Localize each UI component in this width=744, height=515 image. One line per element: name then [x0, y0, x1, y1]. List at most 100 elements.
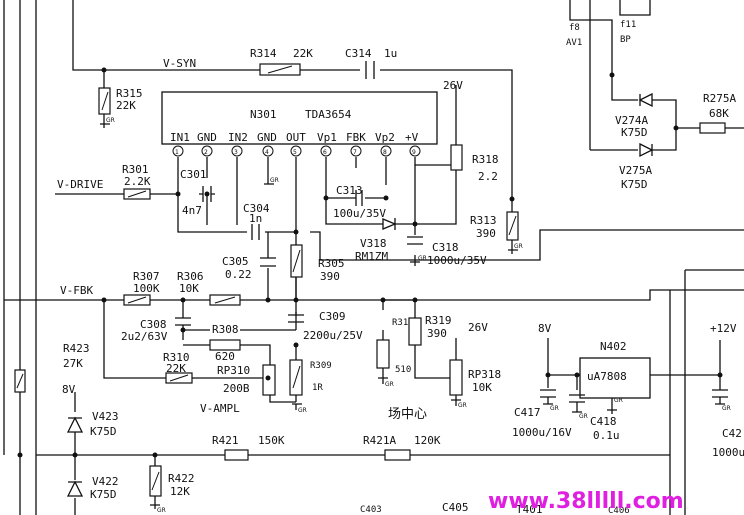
r309-ref: R309: [310, 361, 332, 371]
ground-symbol: GR: [150, 504, 166, 514]
c406-ref: C406: [608, 506, 630, 515]
pin-9: [409, 145, 421, 157]
label-av1: AV1: [566, 38, 582, 48]
ground-symbol: GR: [508, 243, 523, 254]
r308-val: 620: [215, 350, 235, 363]
resistors: R314 22K R315 22K R301 2.2K R305 390 R31…: [14, 47, 736, 498]
c309-ref: C309: [319, 310, 346, 323]
ic-n301-body: [161, 91, 438, 145]
v422-ref: V422: [92, 475, 119, 488]
capacitors: C314 1u C301 4n7 C304 1n C305 0.22 C313 …: [121, 47, 744, 515]
rp318-ref: RP318: [468, 368, 501, 381]
pin-6: [320, 145, 332, 157]
r319a-ref: R319A: [392, 318, 420, 328]
r319a-val: 510: [395, 365, 411, 375]
rp310-ref: RP310: [217, 364, 250, 377]
r318-val: 2.2: [478, 170, 498, 183]
c308-ref: C308: [140, 318, 167, 331]
label-bp: BP: [620, 35, 631, 45]
r315-val: 22K: [116, 99, 136, 112]
r301-ref: R301: [122, 163, 149, 176]
c301-ref: C301: [180, 168, 207, 181]
pin-num-4: 4: [265, 149, 269, 156]
svg-text:GR: GR: [722, 405, 731, 412]
label-v-syn: V-SYN: [163, 57, 196, 70]
r421-val: 150K: [258, 434, 285, 447]
ic-n301: N301 TDA3654 IN1 GND IN2 GND OUT Vp1 FBK…: [161, 91, 438, 157]
rp310-val: 200B: [223, 382, 250, 395]
junctions: [17, 67, 723, 458]
c318-ref: C318: [432, 241, 459, 254]
label-f11: f11: [620, 20, 636, 30]
r275a-ref: R275A: [703, 92, 736, 105]
supply-26v-a: 26V: [443, 79, 463, 92]
ic-n402: N402 uA7808: [579, 340, 651, 399]
label-f8: f8: [569, 23, 580, 33]
ic-n301-ref: N301: [250, 108, 277, 121]
ground-symbol: GR: [572, 402, 588, 420]
label-v-ampl: V-AMPL: [200, 402, 240, 415]
svg-text:GR: GR: [106, 117, 115, 124]
resistor-r319a: [376, 339, 390, 369]
resistor-r275a: [699, 122, 726, 134]
resistor-r421: [224, 449, 249, 461]
signal-labels: V-SYN V-DRIVE V-FBK V-AMPL f8 AV1 f11 BP…: [57, 20, 636, 422]
svg-text:GR: GR: [614, 397, 623, 404]
r422-val: 12K: [170, 485, 190, 498]
r422-ref: R422: [168, 472, 195, 485]
c42x-ref: C42: [722, 427, 742, 440]
c313-ref: C313: [336, 184, 363, 197]
pin-num-9: 9: [412, 149, 416, 156]
svg-text:GR: GR: [385, 381, 394, 388]
svg-text:GR: GR: [550, 405, 559, 412]
ground-symbol: GR: [378, 377, 394, 388]
svg-text:GR: GR: [270, 177, 279, 184]
ic-n402-part: uA7808: [587, 370, 627, 383]
r421-ref: R421: [212, 434, 239, 447]
ic-n402-body: [579, 357, 651, 399]
c418-val: 0.1u: [593, 429, 620, 442]
r306-ref: R306: [177, 270, 204, 283]
watermark-text: www.38lllll.com: [488, 489, 684, 514]
v422-val: K75D: [90, 488, 117, 501]
resistor-r308: [209, 339, 241, 351]
r310-val: 22K: [166, 362, 186, 375]
ground-symbol: GR: [264, 176, 279, 185]
c314-val: 1u: [384, 47, 397, 60]
r421a-val: 120K: [414, 434, 441, 447]
c403-ref: C403: [360, 505, 382, 515]
label-v-drive: V-DRIVE: [57, 178, 103, 191]
r423-ref: R423: [63, 342, 90, 355]
pin-label-2: GND: [197, 131, 217, 144]
c318-val: 1000u/35V: [427, 254, 487, 267]
r306-val: 10K: [179, 282, 199, 295]
svg-text:GR: GR: [157, 507, 166, 514]
supply-12v: +12V: [710, 322, 737, 335]
rp318-val: 10K: [472, 381, 492, 394]
potentiometer-rp318: [449, 359, 463, 396]
c304-ref: C304: [243, 202, 270, 215]
svg-text:GR: GR: [458, 402, 467, 409]
grounds: GR GR GR GR GR GR GR GR GR GR GR: [100, 117, 731, 514]
label-v-fbk: V-FBK: [60, 284, 93, 297]
r314-val: 22K: [293, 47, 313, 60]
supplies: 26V 26V 8V 8V +12V: [62, 79, 737, 396]
pin-label-9: +V: [405, 131, 419, 144]
pin-num-2: 2: [204, 149, 208, 156]
c308-val: 2u2/63V: [121, 330, 168, 343]
pin-num-7: 7: [353, 149, 357, 156]
pin-label-8: Vp2: [375, 131, 395, 144]
r313-ref: R313: [470, 214, 497, 227]
pin-label-6: Vp1: [317, 131, 337, 144]
pin-label-3: IN2: [228, 131, 248, 144]
r301-val: 2.2K: [124, 175, 151, 188]
v275a-ref: V275A: [619, 164, 652, 177]
r319-ref: R319: [425, 314, 452, 327]
pin-num-8: 8: [383, 149, 387, 156]
c313-val: 100u/35V: [333, 207, 386, 220]
c314-ref: C314: [345, 47, 372, 60]
c305-ref: C305: [222, 255, 249, 268]
resistor-r421a: [384, 449, 411, 461]
r315-ref: R315: [116, 87, 143, 100]
r310-ref: R310: [163, 351, 190, 364]
